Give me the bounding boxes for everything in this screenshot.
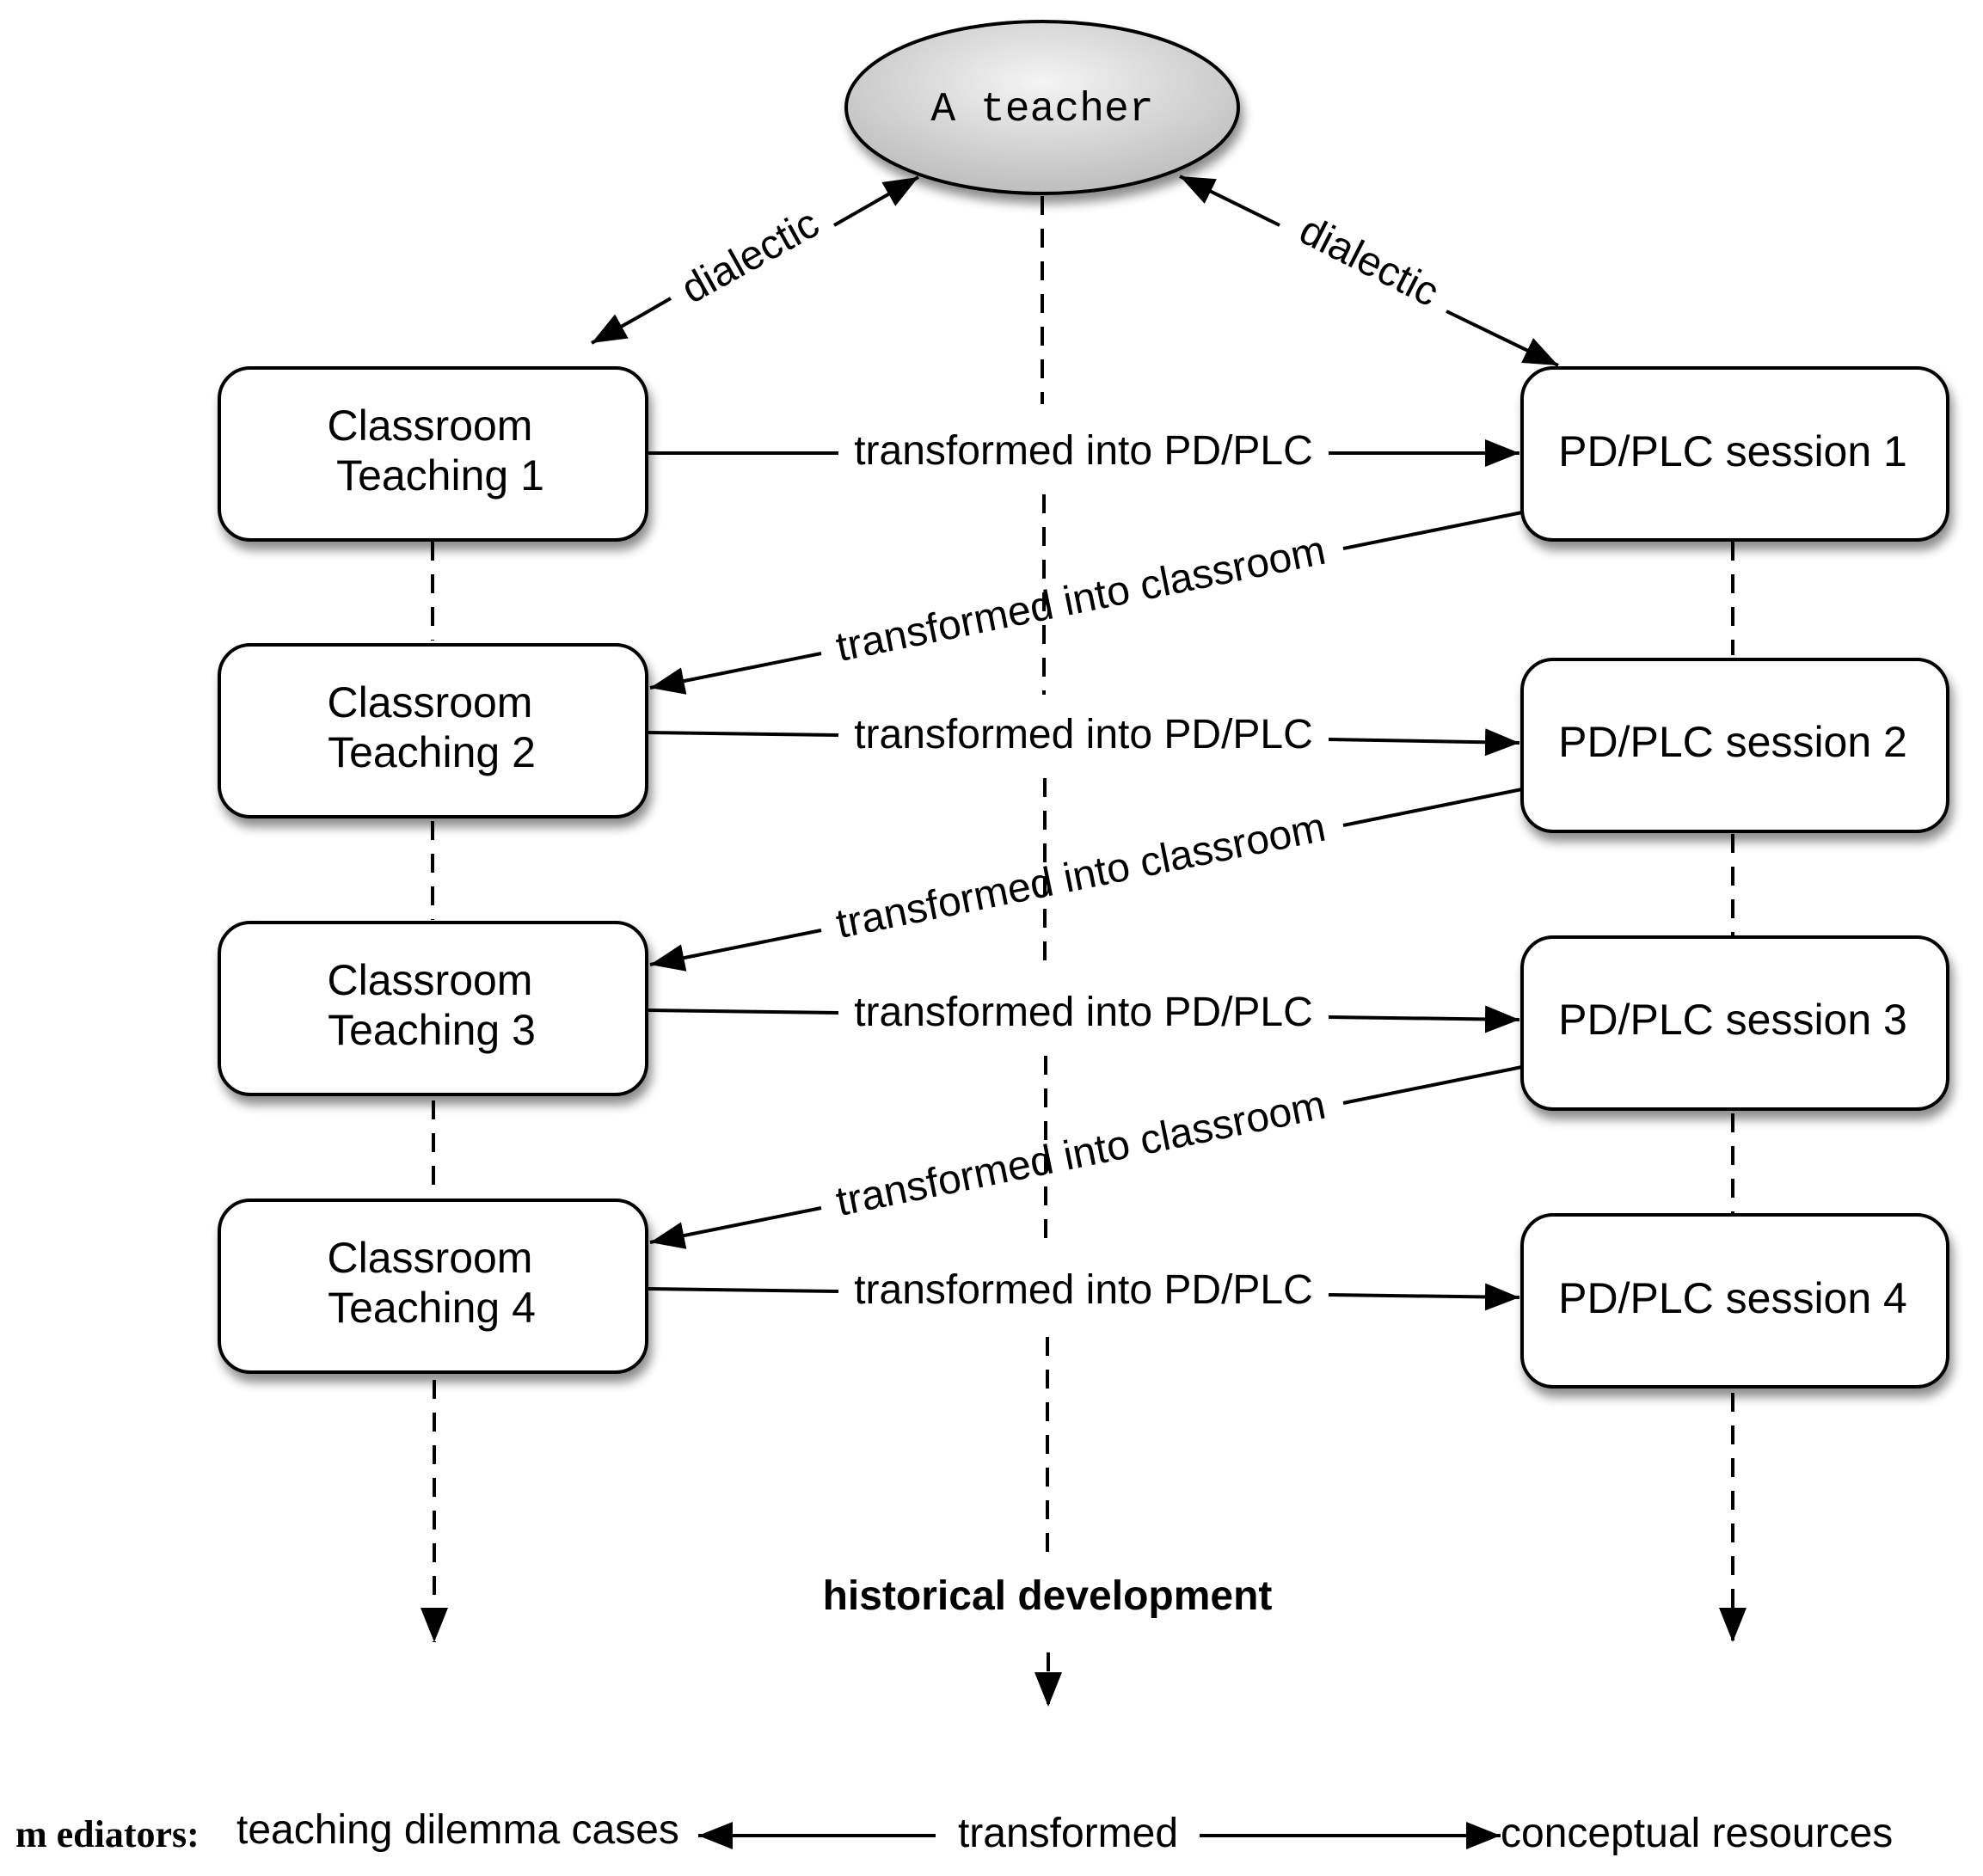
classroom-box-4-line2: Teaching 4 (328, 1284, 536, 1332)
dialectic-left-label: dialectic (674, 200, 826, 312)
to-pd-arrow-4: transformed into PD/PLC (646, 1267, 1520, 1313)
dialectic-right-label: dialectic (1292, 207, 1446, 316)
to-classroom-arrow-1: transformed into classroom (649, 511, 1523, 695)
classroom-box-2 (218, 643, 648, 818)
session-box-2-label: PD/PLC session 2 (1558, 718, 1907, 766)
to-pd-arrow-1: transformed into PD/PLC (647, 428, 1519, 474)
to-classroom-label-2: transformed into classroom (832, 805, 1329, 947)
center-timeline: historical development (823, 196, 1273, 1707)
session-box-4 (1520, 1213, 1949, 1389)
session-box-2 (1520, 658, 1949, 833)
to-pd-label-4: transformed into PD/PLC (854, 1267, 1313, 1313)
classroom-box-2-line1: Classroom (328, 678, 533, 726)
to-pd-arrow-3: transformed into PD/PLC (646, 990, 1520, 1035)
classroom-box-3-line2: Teaching 3 (328, 1006, 536, 1054)
teacher-node: A teacher (844, 20, 1240, 195)
to-classroom-arrow-3: transformed into classroom (649, 1065, 1523, 1249)
mediators-left-label: teaching dilemma cases (236, 1807, 679, 1853)
mediators-right-label: conceptual resources (1501, 1811, 1893, 1856)
session-box-4-label: PD/PLC session 4 (1558, 1274, 1907, 1322)
to-pd-label-3: transformed into PD/PLC (854, 990, 1313, 1035)
to-pd-arrow-2: transformed into PD/PLC (646, 712, 1520, 757)
session-box-1-label: PD/PLC session 1 (1558, 427, 1907, 475)
to-classroom-arrow-2: transformed into classroom (649, 788, 1523, 972)
classroom-box-1-line1: Classroom (328, 402, 533, 450)
session-box-3-label: PD/PLC session 3 (1558, 996, 1907, 1044)
classroom-box-3-line1: Classroom (328, 956, 533, 1004)
dialectic-right-connector: dialectic (1179, 175, 1559, 367)
classroom-box-3 (218, 921, 648, 1096)
classroom-timeline (421, 542, 448, 1642)
session-box-1 (1520, 366, 1949, 542)
to-classroom-label-1: transformed into classroom (832, 528, 1329, 671)
historical-development-label: historical development (823, 1573, 1273, 1619)
mediators-prefix: m ediators: (15, 1813, 200, 1855)
classroom-box-1-line2: Teaching 1 (336, 451, 544, 500)
session-box-3 (1520, 935, 1949, 1111)
classroom-box-2-line2: Teaching 2 (328, 728, 536, 776)
teacher-label: A teacher (930, 87, 1153, 133)
classroom-box-4-line1: Classroom (328, 1234, 533, 1282)
to-pd-label-1: transformed into PD/PLC (854, 428, 1313, 474)
dialectic-left-connector: dialectic (591, 175, 919, 345)
mediators-row: m ediators: teaching dilemma cases trans… (15, 1807, 1893, 1856)
to-classroom-label-3: transformed into classroom (832, 1082, 1329, 1225)
classroom-box-4 (218, 1199, 648, 1374)
mediators-middle-label: transformed (958, 1811, 1178, 1856)
to-pd-label-2: transformed into PD/PLC (854, 712, 1313, 757)
